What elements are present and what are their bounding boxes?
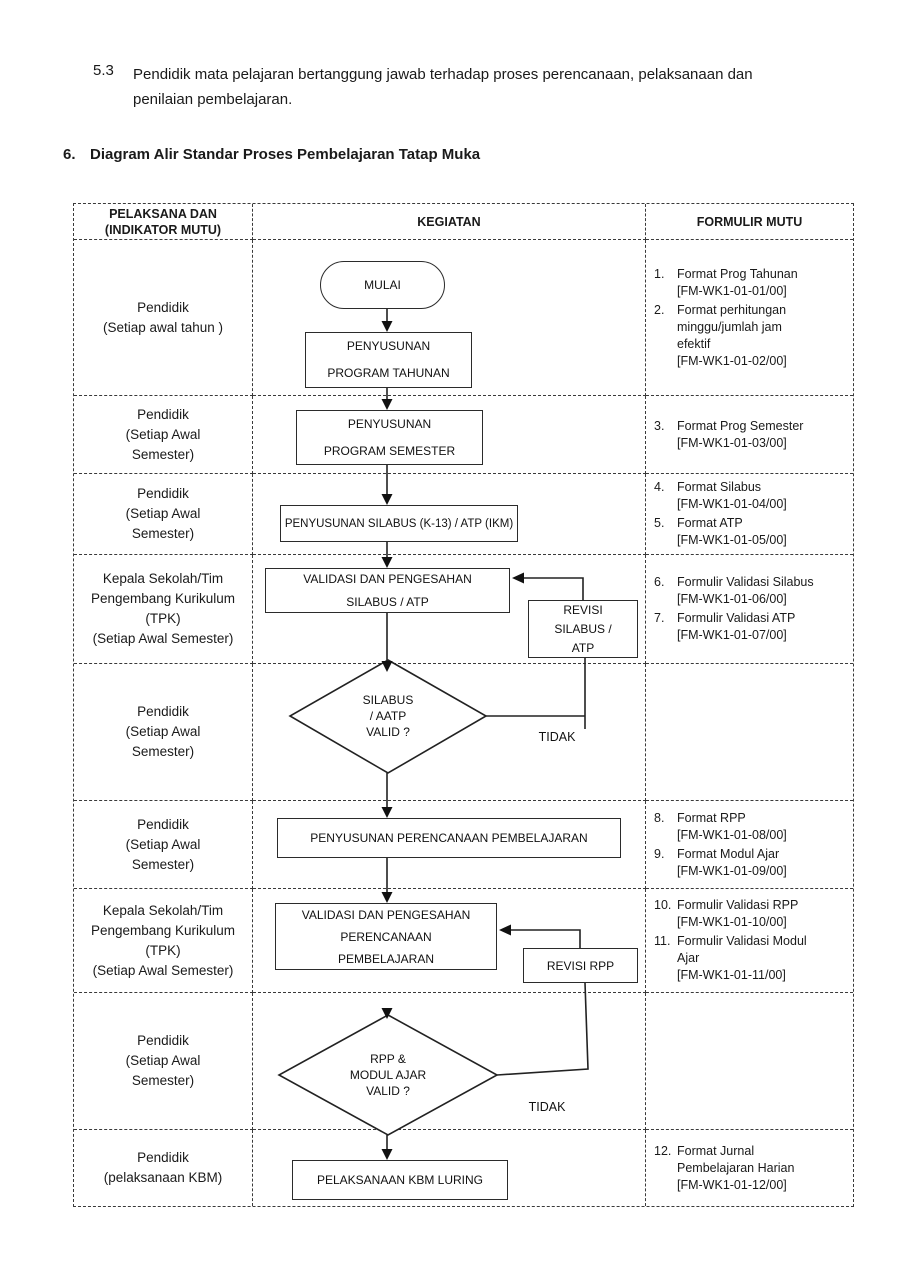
formulir-item-text: Formulir Validasi Modul Ajar [FM-WK1-01-… <box>677 934 807 982</box>
pelaksana-cell: Pendidik (Setiap Awal Semester) <box>74 396 253 474</box>
section-number: 5.3 <box>93 62 114 79</box>
header-kegiatan: KEGIATAN <box>253 204 646 240</box>
section-6-heading: 6. Diagram Alir Standar Proses Pembelaja… <box>63 146 480 163</box>
header-formulir: FORMULIR MUTU <box>646 204 853 240</box>
heading-number: 6. <box>63 146 76 163</box>
flow-node-penyusunan-program-tahunan: PENYUSUNAN PROGRAM TAHUNAN <box>305 332 472 388</box>
pelaksana-cell: Kepala Sekolah/Tim Pengembang Kurikulum … <box>74 889 253 993</box>
kegiatan-cell <box>253 993 646 1130</box>
formulir-item: 4. Format Silabus [FM-WK1-01-04/00] <box>654 479 787 513</box>
formulir-item-number: 2. <box>654 302 665 317</box>
heading-text: Diagram Alir Standar Proses Pembelajaran… <box>90 146 481 163</box>
formulir-cell <box>646 993 853 1130</box>
flow-node-mulai: MULAI <box>320 261 445 309</box>
formulir-item-number: 12. <box>654 1143 672 1158</box>
formulir-cell <box>646 664 853 801</box>
formulir-item: 5. Format ATP [FM-WK1-01-05/00] <box>654 515 787 549</box>
decision-label-silabus-valid: SILABUS / AATP VALID ? <box>362 693 414 739</box>
formulir-item-number: 10. <box>654 898 672 912</box>
flow-node-penyusunan-program-semester: PENYUSUNAN PROGRAM SEMESTER <box>296 410 483 465</box>
formulir-cell: 6. Formulir Validasi Silabus [FM-WK1-01-0… <box>646 555 853 664</box>
formulir-item-text: Format RPP [FM-WK1-01-08/00] <box>677 810 787 842</box>
formulir-item: 10. Formulir Validasi RPP [FM-WK1-01-10/0… <box>654 897 798 931</box>
section-text: Pendidik mata pelajaran bertanggung jawa… <box>133 66 753 108</box>
pelaksana-cell: Pendidik (Setiap awal tahun ) <box>74 240 253 396</box>
label-tidak-2: TIDAK <box>528 1100 566 1114</box>
flow-node-penyusunan-perencanaan: PENYUSUNAN PERENCANAAN PEMBELAJARAN <box>277 818 621 858</box>
kegiatan-cell <box>253 801 646 889</box>
formulir-item-number: 3. <box>654 418 665 433</box>
formulir-cell: 12. Format Jurnal Pembelajaran Harian [FM… <box>646 1130 853 1206</box>
pelaksana-cell: Pendidik (Setiap Awal Semester) <box>74 801 253 889</box>
formulir-item-text: Format Prog Semester [FM-WK1-01-03/00] <box>677 418 804 450</box>
formulir-item-number: 6. <box>654 575 665 589</box>
pelaksana-cell: Pendidik (Setiap Awal Semester) <box>74 993 253 1130</box>
formulir-item-text: Format ATP [FM-WK1-01-05/00] <box>677 516 787 547</box>
flow-diagram-table: PELAKSANA DAN (INDIKATOR MUTU) KEGIATAN … <box>73 203 854 1207</box>
formulir-item: 7. Formulir Validasi ATP [FM-WK1-01-07/00… <box>654 610 795 644</box>
pelaksana-cell: Kepala Sekolah/Tim Pengembang Kurikulum … <box>74 555 253 664</box>
formulir-item-number: 5. <box>654 516 665 530</box>
formulir-item-text: Formulir Validasi ATP [FM-WK1-01-07/00] <box>677 611 796 642</box>
kegiatan-cell <box>253 240 646 396</box>
formulir-item-number: 11. <box>654 934 671 948</box>
formulir-item: 1. Format Prog Tahunan [FM-WK1-01-01/00] <box>654 266 798 300</box>
kegiatan-cell <box>253 474 646 555</box>
formulir-item: 3. Format Prog Semester [FM-WK1-01-03/00] <box>654 418 803 452</box>
section-5-3-paragraph: 5.3 Pendidik mata pelajaran bertanggung … <box>93 62 823 112</box>
formulir-cell: 8. Format RPP [FM-WK1-01-08/00] 9. Format … <box>646 801 853 889</box>
formulir-item: 9. Format Modul Ajar [FM-WK1-01-09/00] <box>654 846 787 880</box>
kegiatan-cell <box>253 889 646 993</box>
formulir-item: 11. Formulir Validasi Modul Ajar [FM-WK1-… <box>654 933 807 984</box>
formulir-item-number: 9. <box>654 846 665 861</box>
formulir-item: 12. Format Jurnal Pembelajaran Harian [FM… <box>654 1143 794 1194</box>
formulir-item: 2. Format perhitungan minggu/jumlah jam e… <box>654 302 787 370</box>
flow-node-validasi-perencanaan: VALIDASI DAN PENGESAHAN PERENCANAAN PEMB… <box>275 903 497 970</box>
header-pelaksana: PELAKSANA DAN (INDIKATOR MUTU) <box>74 204 253 240</box>
kegiatan-cell <box>253 396 646 474</box>
kegiatan-cell <box>253 1130 646 1206</box>
formulir-cell: 4. Format Silabus [FM-WK1-01-04/00] 5. For… <box>646 474 853 555</box>
flow-node-revisi-rpp: REVISI RPP <box>523 948 638 983</box>
formulir-item-number: 4. <box>654 480 665 494</box>
formulir-item-text: Formulir Validasi Silabus [FM-WK1-01-06/… <box>677 575 814 606</box>
formulir-item-number: 8. <box>654 810 665 825</box>
kegiatan-cell <box>253 664 646 801</box>
flow-node-revisi-silabus: REVISI SILABUS / ATP <box>528 600 638 658</box>
formulir-item: 8. Format RPP [FM-WK1-01-08/00] <box>654 810 787 844</box>
pelaksana-cell: Pendidik (Setiap Awal Semester) <box>74 664 253 801</box>
formulir-item-text: Formulir Validasi RPP [FM-WK1-01-10/00] <box>677 898 799 929</box>
formulir-cell: 3. Format Prog Semester [FM-WK1-01-03/00] <box>646 396 853 474</box>
formulir-cell: 1.Format Prog Tahunan [FM-WK1-01-01/00] … <box>646 240 853 396</box>
pelaksana-cell: Pendidik (pelaksanaan KBM) <box>74 1130 253 1206</box>
formulir-item: 6. Formulir Validasi Silabus [FM-WK1-01-0… <box>654 574 814 608</box>
label-tidak-1: TIDAK <box>538 730 576 744</box>
formulir-item-text: Format Prog Tahunan [FM-WK1-01-01/00] <box>677 266 798 298</box>
flow-node-pelaksanaan-kbm: PELAKSANAAN KBM LURING <box>292 1160 508 1200</box>
formulir-cell: 10. Formulir Validasi RPP [FM-WK1-01-10/0… <box>646 889 853 993</box>
decision-label-rpp-valid: RPP & MODUL AJAR VALID ? <box>349 1052 427 1098</box>
formulir-item-text: Format Modul Ajar [FM-WK1-01-09/00] <box>677 846 787 878</box>
formulir-item-text: Format perhitungan minggu/jumlah jam efe… <box>677 302 787 368</box>
pelaksana-cell: Pendidik (Setiap Awal Semester) <box>74 474 253 555</box>
formulir-item-number: 1. <box>654 266 665 281</box>
formulir-item-number: 7. <box>654 611 665 625</box>
formulir-item-text: Format Silabus [FM-WK1-01-04/00] <box>677 480 787 511</box>
formulir-item-text: Format Jurnal Pembelajaran Harian [FM-WK… <box>677 1143 795 1192</box>
flow-node-penyusunan-silabus: PENYUSUNAN SILABUS (K-13) / ATP (IKM) <box>280 505 518 542</box>
flow-node-validasi-silabus: VALIDASI DAN PENGESAHAN SILABUS / ATP <box>265 568 510 613</box>
